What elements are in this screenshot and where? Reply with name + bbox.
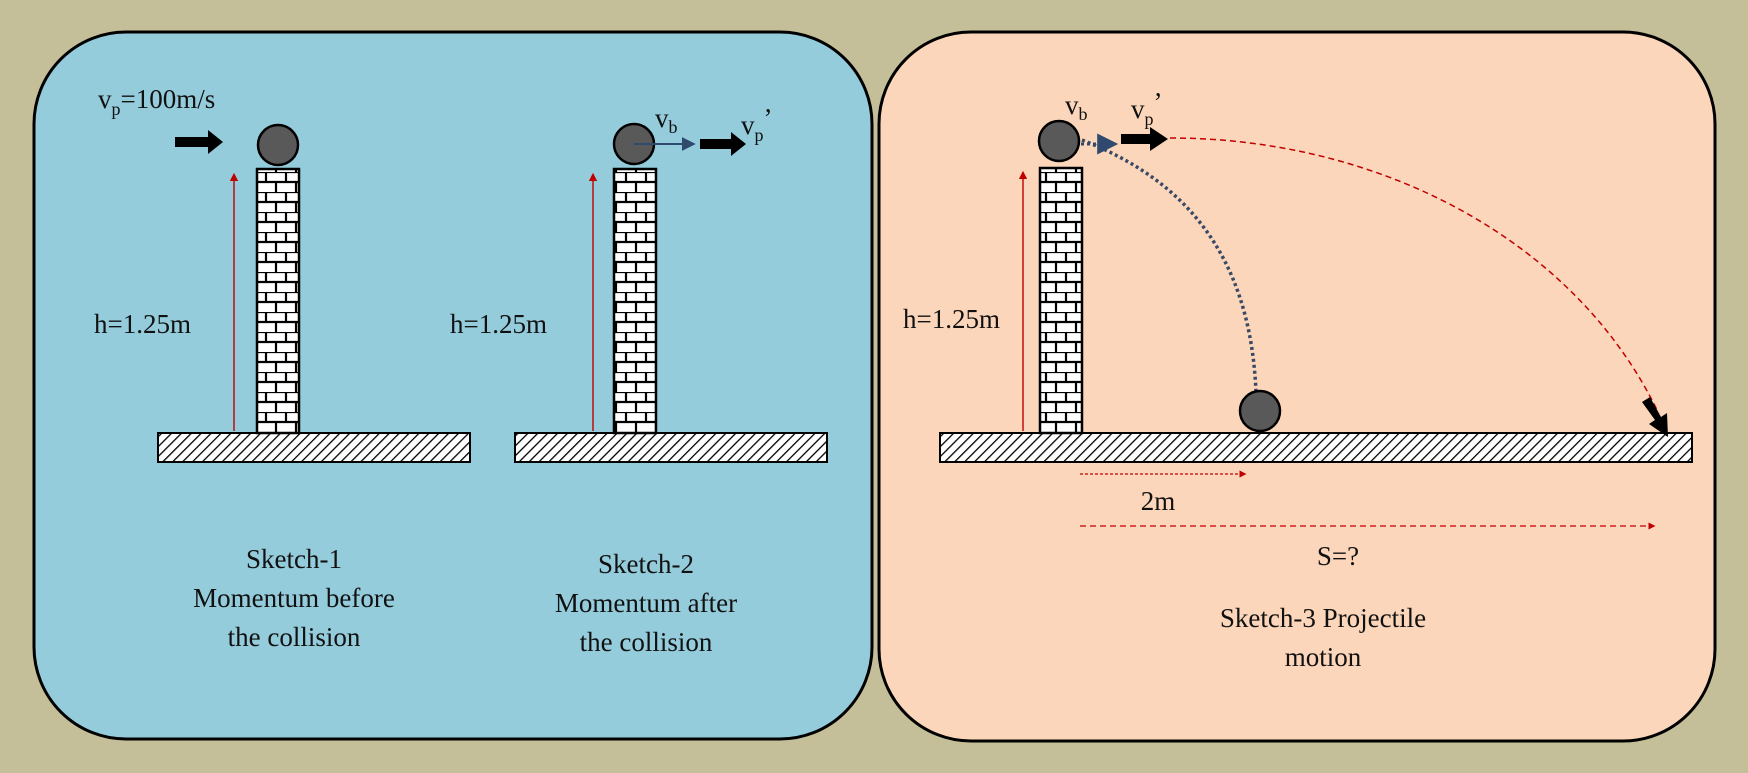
ground <box>157 432 471 463</box>
brick-wall-icon <box>1038 166 1084 435</box>
projectile-landing-arrow-icon <box>1642 397 1668 437</box>
caption-line-2: motion <box>1285 642 1362 672</box>
caption-line-1: Sketch-1 <box>246 544 342 574</box>
velocity-label: vp=100m/s <box>98 84 215 119</box>
panel-left <box>32 30 874 741</box>
caption-line-1: Sketch-2 <box>598 549 694 579</box>
sketch-3: vb vp’ h=1.25m 2m S=? Sketch-3 Projectil… <box>903 87 1693 672</box>
brick-wall-icon <box>612 167 658 435</box>
ball-velocity-label: vb <box>655 103 678 137</box>
panel-right <box>877 30 1717 743</box>
projectile-velocity-label: vp’ <box>741 103 773 145</box>
projectile-velocity-label: vp’ <box>1131 87 1163 129</box>
caption-line-3: the collision <box>228 622 361 652</box>
caption-line-2: Momentum after <box>555 588 737 618</box>
height-label: h=1.25m <box>903 304 1000 334</box>
projectile-arrow-icon <box>175 130 223 154</box>
height-label: h=1.25m <box>450 309 547 339</box>
ball-landed-icon <box>1238 389 1282 433</box>
ball-icon <box>256 123 300 167</box>
caption-line-1: Sketch-3 Projectile <box>1220 603 1426 633</box>
sketch-1: vp=100m/s h=1.25m Sketch-1 Momentum befo… <box>94 84 471 652</box>
ball-path <box>1081 138 1258 393</box>
projectile-arrow-icon <box>1121 127 1168 151</box>
ball-icon <box>1037 119 1081 163</box>
caption-line-2: Momentum before <box>193 583 395 613</box>
ball-distance-label: 2m <box>1141 486 1176 516</box>
ground <box>514 432 828 463</box>
projectile-distance-label: S=? <box>1317 541 1359 571</box>
ball-velocity-label: vb <box>1065 90 1088 124</box>
height-label: h=1.25m <box>94 309 191 339</box>
brick-wall-icon <box>255 167 301 435</box>
projectile-path <box>1169 137 1659 413</box>
sketch-2: vb vp’ h=1.25m Sketch-2 Momentum after t… <box>450 103 828 657</box>
projectile-arrow-icon <box>700 132 746 156</box>
ground <box>939 432 1693 463</box>
caption-line-3: the collision <box>580 627 713 657</box>
